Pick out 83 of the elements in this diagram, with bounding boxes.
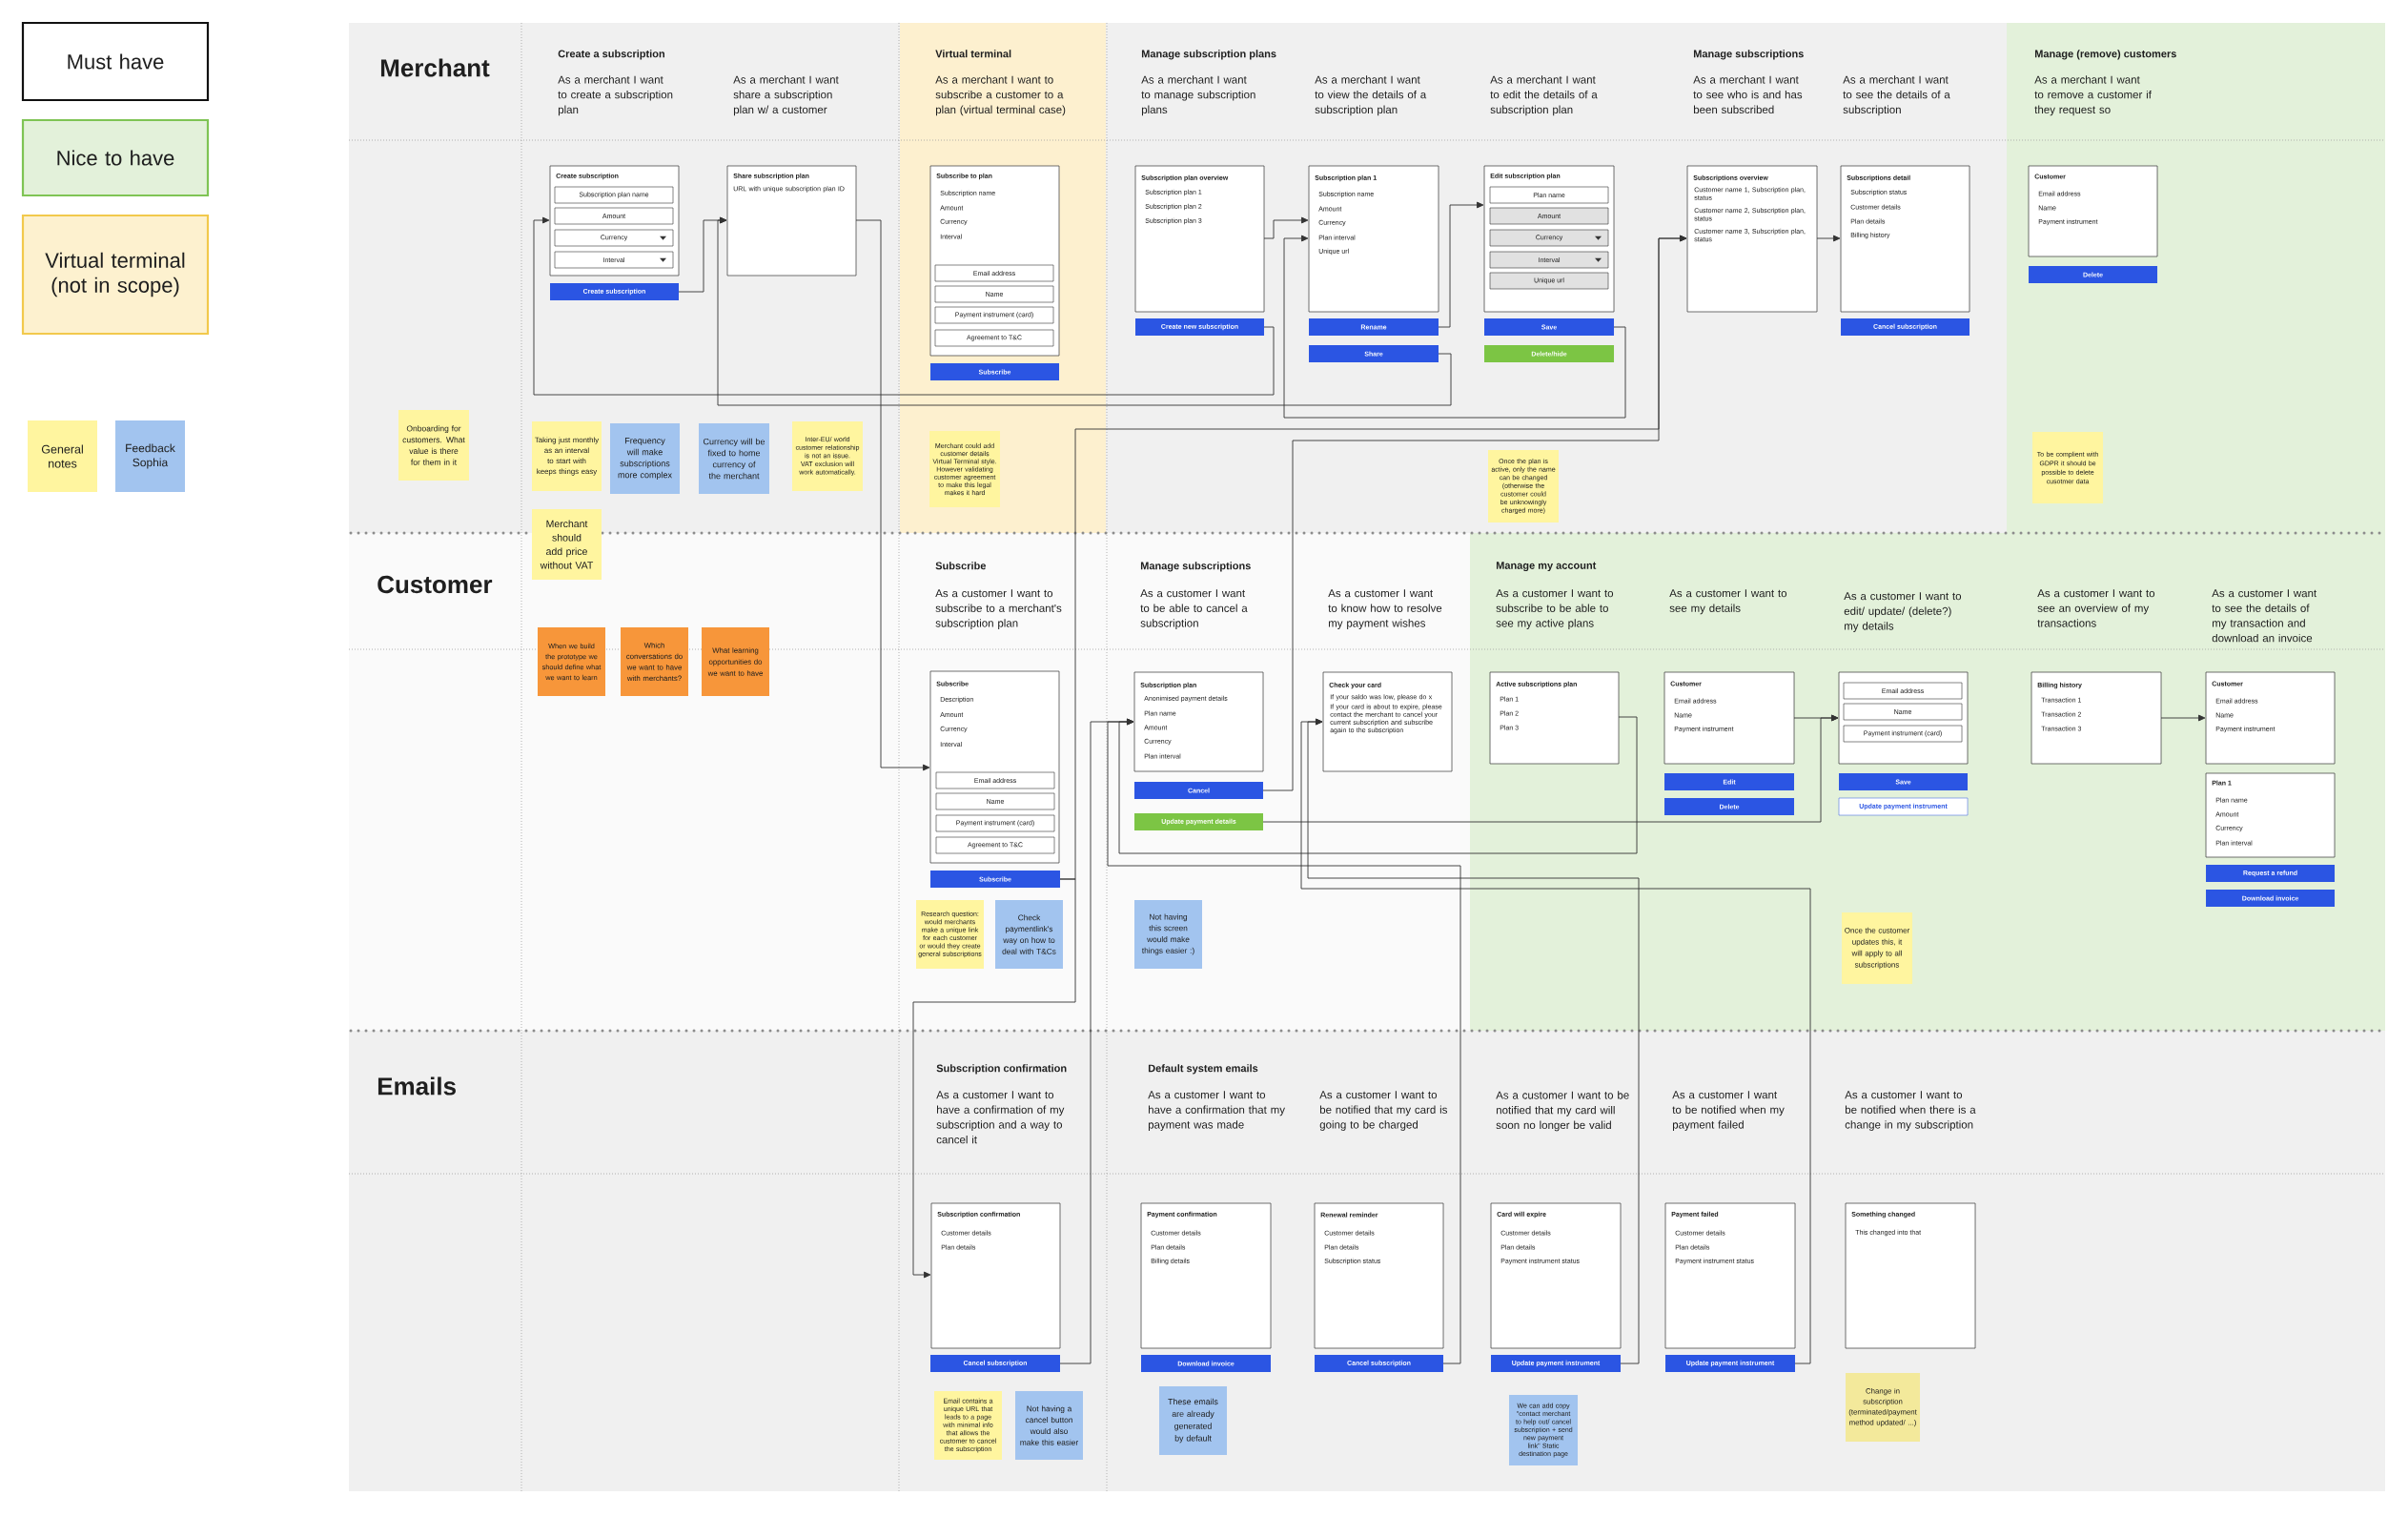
screen-mockup: [930, 1202, 1061, 1349]
sticky-note: Not having a cancel button would also make this easier: [1015, 1391, 1083, 1460]
lane-title: Merchant: [380, 58, 490, 77]
user-story: As a merchant I want to manage subscription plans: [1141, 75, 1255, 116]
user-story: As a merchant I want to view the details of a subscription plan: [1315, 75, 1427, 116]
flow-arrow: [1283, 235, 1626, 419]
section-heading: Virtual terminal: [935, 50, 1011, 58]
screen-mockup: [1840, 165, 1970, 313]
user-story: As a merchant I want to see who is and has been subscribed: [1693, 75, 1803, 114]
screen-mockup: [1133, 671, 1264, 772]
screen-mockup: [1686, 165, 1818, 313]
screen-mockup: [1314, 1202, 1444, 1349]
section-heading: Default system emails: [1148, 1064, 1258, 1075]
screen-mockup: [2205, 772, 2336, 858]
section-heading: Manage (remove) customers: [2034, 50, 2176, 60]
sticky-note: Merchant should add price without VAT: [532, 509, 602, 580]
screen-mockup: [1489, 671, 1620, 765]
legend-label: Nice to have: [57, 150, 174, 166]
legend-label: Feedback Sophia: [126, 443, 175, 469]
screen-mockup: [726, 165, 857, 277]
screen-mockup: [1664, 1202, 1796, 1349]
flow-arrow: [1263, 216, 1309, 239]
flow-arrow: [1262, 235, 1687, 791]
user-story: As a merchant I want to create a subscription plan: [558, 75, 673, 116]
screen-mockup: [2028, 165, 2158, 257]
sticky-note: Not having this screen would make things easier :): [1134, 900, 1202, 969]
flow-arrow: [912, 878, 1076, 1279]
user-story: As a customer I want to see the details of my transaction and download an invoice: [2212, 589, 2317, 643]
user-story: As a merchant I want to subscribe a customer to a plan (virtual terminal case): [935, 75, 1066, 116]
user-story: As a customer I want to be able to cancel a subscription: [1140, 589, 1248, 629]
user-story: As a customer I want to know how to resolve my payment wishes: [1328, 589, 1442, 629]
user-story: As a customer I want to have a confirmation of my subscription and a way to cancel it: [936, 1091, 1065, 1144]
flow-arrow: [1107, 718, 1461, 1364]
screen-mockup: [1845, 1202, 1976, 1349]
section-heading: Subscription confirmation: [936, 1064, 1067, 1075]
flow-arrow: [1438, 201, 1484, 328]
flow-arrow: [855, 219, 930, 771]
screen-mockup: [2030, 671, 2162, 765]
sticky-note: Currency will be fixed to home currency of the merchant: [699, 423, 769, 494]
section-heading: Subscribe: [935, 562, 986, 570]
flow-arrow: [717, 216, 1452, 406]
screen-mockup: [2205, 671, 2336, 765]
flow-arrow: [1300, 718, 1811, 1364]
user-story: As a customer I want to see my details: [1669, 589, 1787, 615]
user-story: As a merchant I want to edit the details of a subscription plan: [1490, 75, 1598, 116]
screen-mockup: [1134, 165, 1265, 313]
flow-arrow: [1816, 235, 1841, 242]
section-heading: Manage subscription plans: [1141, 50, 1276, 60]
user-story: As a customer I want to have a confirmation that my payment was made: [1148, 1091, 1285, 1131]
section-heading: Manage subscriptions: [1140, 562, 1251, 572]
sticky-note: Frequency will make subscriptions more complex: [610, 423, 680, 494]
screen-mockup: [1322, 671, 1453, 772]
sticky-note: Onboarding for customers. What value is there for them in it: [398, 410, 469, 481]
user-story: As a customer I want to be notified when my payment failed: [1672, 1091, 1785, 1131]
user-story: As a merchant I want share a subscription plan w/ a customer: [733, 75, 839, 116]
screen-mockup: [1490, 1202, 1622, 1349]
user-story: As a customer I want to be notified that my card is going to be charged: [1319, 1091, 1447, 1131]
sticky-note: These emails are already generated by default: [1159, 1386, 1227, 1455]
user-story: As a customer I want to subscribe to a merchant's subscription plan: [935, 589, 1062, 629]
legend-label: General notes: [41, 444, 83, 468]
user-story: As a customer I want to be notified that my card will soon no longer be valid: [1496, 1091, 1629, 1132]
section-heading: Create a subscription: [558, 50, 664, 60]
legend-label: Must have: [68, 53, 164, 70]
screen-mockup: [1140, 1202, 1272, 1349]
user-story: As a customer I want to be notified when there is a change in my subscription: [1845, 1091, 1976, 1131]
flow-arrow: [533, 216, 1275, 396]
lane-title: Emails: [378, 1076, 456, 1096]
section-heading: Manage my account: [1496, 562, 1597, 572]
flow-arrow: [1262, 714, 1839, 823]
lane-title: Customer: [378, 575, 493, 594]
flow-arrow: [1118, 716, 1638, 854]
flow-arrow: [2160, 714, 2206, 722]
user-story: As a merchant I want to remove a customer if they request so: [2034, 75, 2152, 116]
screen-mockup: [1308, 165, 1439, 313]
user-story: As a customer I want to edit/ update/ (delete?) my details: [1844, 592, 1962, 632]
section-heading: Manage subscriptions: [1693, 50, 1804, 60]
legend-label: Virtual terminal (not in scope): [45, 252, 185, 297]
user-story: As a merchant I want to see the details of a subscription: [1843, 75, 1950, 116]
screen-mockup: [1663, 671, 1795, 765]
user-story: As a customer I want to see an overview of my transactions: [2037, 589, 2155, 627]
sticky-note: Once the customer updates this, it will apply to all subscriptions: [1842, 912, 1913, 984]
sticky-note: Check paymentlink's way on how to deal with T&Cs: [995, 900, 1063, 969]
user-story: As a customer I want to subscribe to be able to see my active plans: [1496, 589, 1614, 629]
